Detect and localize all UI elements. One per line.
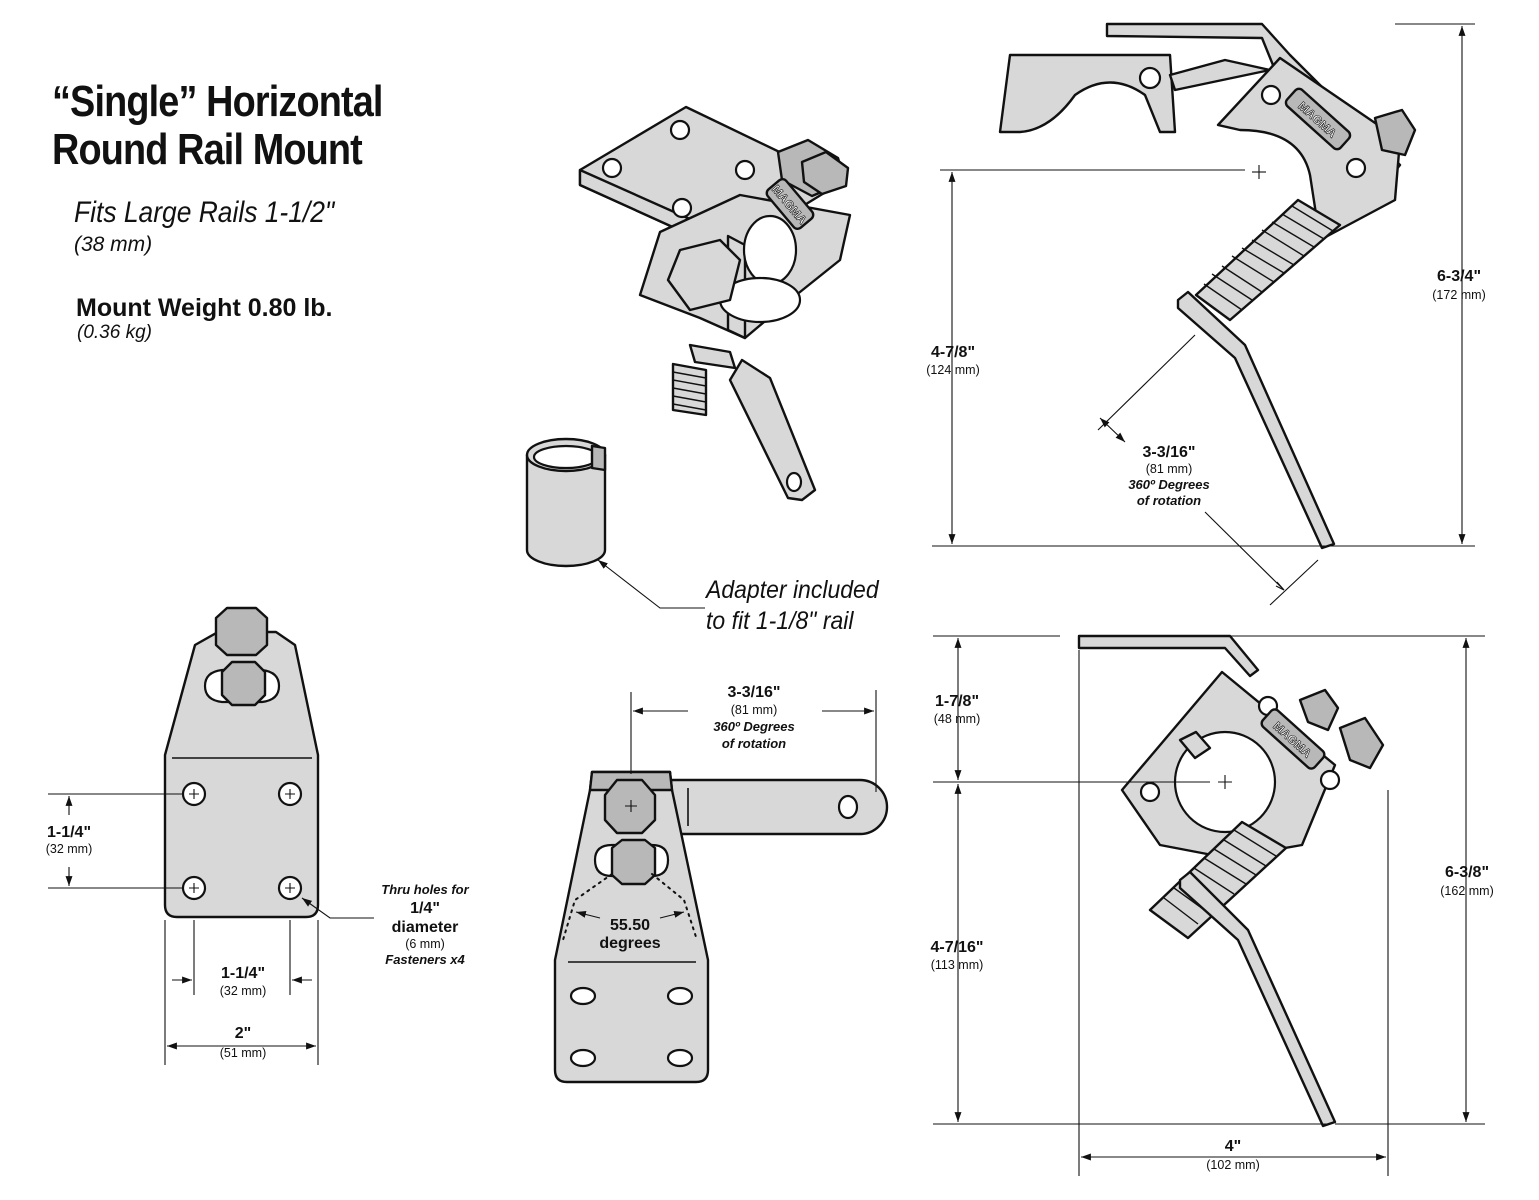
svg-text:4": 4" (1225, 1138, 1241, 1155)
angle-dim: 55.50 degrees (599, 917, 660, 952)
plate-view (48, 606, 374, 1065)
svg-text:1-1/4": 1-1/4" (47, 824, 91, 841)
front-view: MAGMA (933, 634, 1485, 1176)
svg-text:(48 mm): (48 mm) (934, 712, 981, 726)
side-thread (1194, 198, 1342, 322)
svg-text:degrees: degrees (599, 935, 660, 952)
svg-text:1/4": 1/4" (410, 900, 440, 917)
front-upper-dim: 1-7/8" (48 mm) (934, 693, 981, 726)
thru-holes-note: Thru holes for 1/4" diameter (6 mm) Fast… (381, 882, 469, 967)
side-height-lower-dim: 4-7/8" (124 mm) (926, 344, 979, 377)
svg-text:6-3/4": 6-3/4" (1437, 268, 1481, 285)
plate-vertical-dim: 1-1/4" (32 mm) (46, 824, 93, 856)
side-view: MAGMA (932, 22, 1475, 606)
adapter-note-line-1: Adapter included (706, 576, 879, 604)
svg-text:(51 mm): (51 mm) (220, 1046, 267, 1060)
svg-text:(172 mm): (172 mm) (1432, 288, 1485, 302)
svg-text:1-7/8": 1-7/8" (935, 693, 979, 710)
adapter-note-line-2: to fit 1-1/8" rail (706, 607, 854, 635)
svg-text:(102 mm): (102 mm) (1206, 1158, 1259, 1172)
svg-text:3-3/16": 3-3/16" (728, 684, 781, 701)
title-line-2: Round Rail Mount (52, 125, 363, 174)
front-lower-dim: 4-7/16" (113 mm) (931, 939, 984, 972)
adapter-sleeve (525, 437, 705, 609)
svg-text:(81 mm): (81 mm) (1146, 462, 1193, 476)
svg-text:(32 mm): (32 mm) (220, 984, 267, 998)
svg-text:1-1/4": 1-1/4" (221, 965, 265, 982)
svg-text:4-7/8": 4-7/8" (931, 344, 975, 361)
svg-text:(81 mm): (81 mm) (731, 703, 778, 717)
svg-text:4-7/16": 4-7/16" (931, 939, 984, 956)
isometric-thread (671, 362, 708, 417)
svg-text:360º Degrees: 360º Degrees (1128, 477, 1209, 492)
svg-text:of rotation: of rotation (722, 736, 786, 751)
plate-width-dim: 2" (51 mm) (220, 1025, 267, 1060)
svg-text:(32 mm): (32 mm) (46, 842, 93, 856)
svg-text:3-3/16": 3-3/16" (1143, 444, 1196, 461)
isometric-mount-view: MAGMA (578, 105, 852, 502)
side-rotation-dim: 3-3/16" (81 mm) 360º Degrees of rotation (1128, 444, 1209, 508)
svg-text:2": 2" (235, 1025, 251, 1042)
svg-text:Thru holes for: Thru holes for (381, 882, 469, 897)
page-title: “Single” Horizontal Round Rail Mount (52, 78, 383, 174)
svg-text:360º Degrees: 360º Degrees (713, 719, 794, 734)
svg-text:6-3/8": 6-3/8" (1445, 864, 1489, 881)
svg-text:(124 mm): (124 mm) (926, 363, 979, 377)
rail-size-label: Fits Large Rails 1-1/2" (74, 196, 335, 229)
side-height-total-dim: 6-3/4" (172 mm) (1432, 268, 1485, 302)
adapter-note: Adapter included to fit 1-1/8" rail (706, 575, 879, 637)
mount-weight-metric: (0.36 kg) (77, 322, 152, 343)
plate-horizontal-dim: 1-1/4" (32 mm) (220, 965, 267, 998)
front-total-dim: 6-3/8" (162 mm) (1440, 864, 1493, 898)
svg-text:(6 mm): (6 mm) (405, 937, 445, 951)
svg-text:(113 mm): (113 mm) (931, 958, 984, 972)
svg-text:of rotation: of rotation (1137, 493, 1201, 508)
mount-weight-label: Mount Weight 0.80 lb. (76, 294, 333, 322)
svg-text:(162 mm): (162 mm) (1440, 884, 1493, 898)
title-line-1: “Single” Horizontal (52, 77, 383, 126)
svg-text:Fasteners x4: Fasteners x4 (385, 952, 465, 967)
top-rotation-dim: 3-3/16" (81 mm) 360º Degrees of rotation (713, 684, 794, 751)
front-width-dim: 4" (102 mm) (1206, 1138, 1259, 1172)
top-view (553, 690, 889, 1084)
rail-size-metric: (38 mm) (74, 233, 153, 256)
svg-text:55.50: 55.50 (610, 917, 650, 934)
svg-text:diameter: diameter (392, 919, 459, 936)
